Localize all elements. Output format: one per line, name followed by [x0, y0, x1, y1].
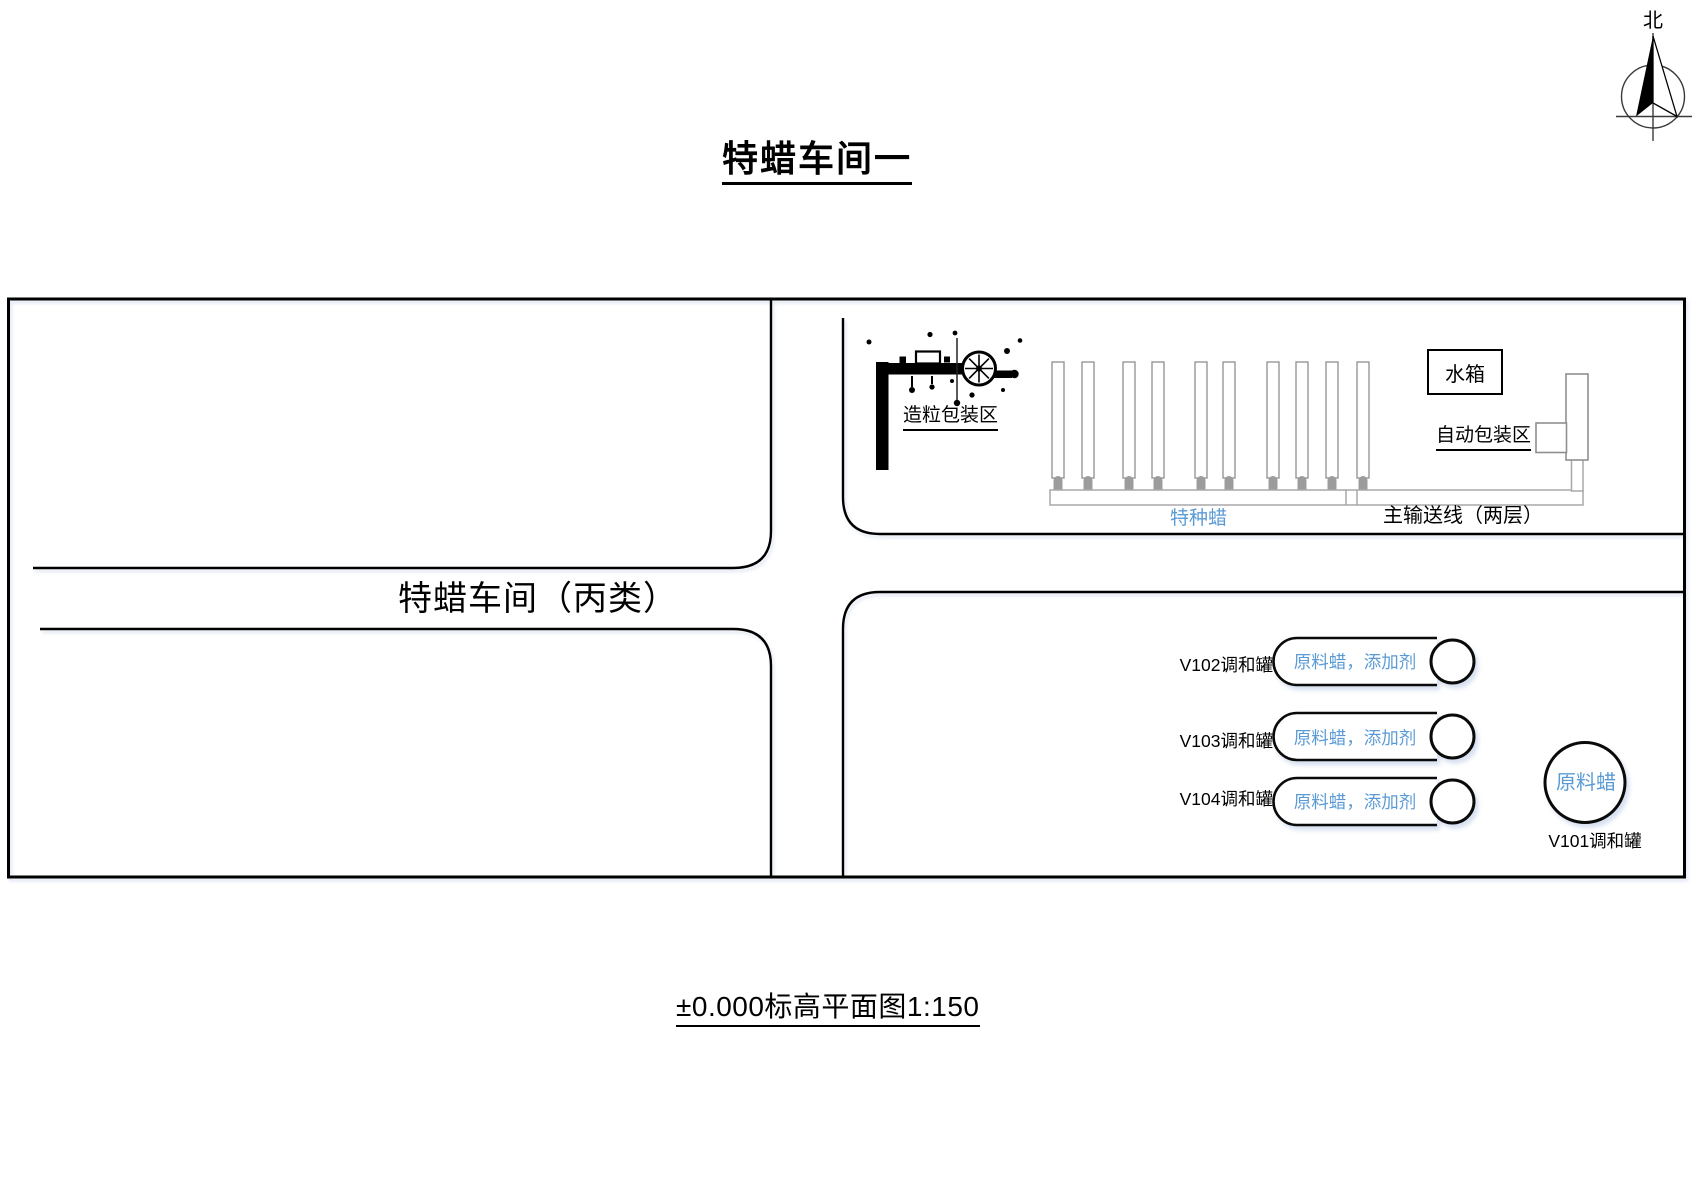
- conveyor-riser: [1570, 458, 1584, 492]
- left-room-right-wall-lower: [40, 627, 773, 876]
- storage-tank: [1151, 361, 1165, 479]
- tank-content-v101: 原料蜡: [1556, 772, 1616, 794]
- granulation-area-label: 造粒包装区: [903, 405, 999, 431]
- north-label: 北: [1643, 10, 1663, 32]
- page-title: 特蜡车间一: [722, 138, 913, 186]
- mixing-tank-v102-shape: [1272, 636, 1476, 687]
- outer-border: [7, 297, 1686, 879]
- building-walls: [7, 297, 1686, 879]
- storage-tank: [1122, 361, 1136, 479]
- top-right-room-left-wall: [841, 318, 1683, 536]
- left-room-right-wall-upper: [33, 300, 773, 570]
- granulator-icon: [866, 330, 1023, 470]
- corridor-label: 特蜡车间（丙类）: [398, 580, 678, 618]
- special-wax-label: 特种蜡: [1170, 508, 1228, 529]
- storage-tank: [1222, 361, 1236, 479]
- tank-content-v104: 原料蜡，添加剂: [1293, 792, 1417, 812]
- drawing-caption: ±0.000标高平面图1:150: [676, 991, 980, 1028]
- storage-tank: [1051, 361, 1065, 479]
- bottom-right-room-left-wall: [841, 590, 1683, 876]
- tank-id-v104: V104调和罐: [1179, 789, 1273, 809]
- water-tank-box: 水箱: [1427, 349, 1503, 395]
- main-conveyor-label: 主输送线（两层）: [1383, 505, 1543, 527]
- water-tank-label: 水箱: [1445, 363, 1485, 386]
- mixing-tank-v104-shape: [1272, 776, 1476, 827]
- tank-content-v102: 原料蜡，添加剂: [1293, 652, 1417, 672]
- packaging-machine-tall: [1565, 373, 1589, 461]
- auto-packaging-label: 自动包装区: [1436, 425, 1532, 451]
- tank-id-v103: V103调和罐: [1179, 731, 1273, 751]
- tank-id-v101: V101调和罐: [1548, 831, 1642, 851]
- conveyor-line: [1049, 373, 1589, 506]
- mixing-tank-v103-shape: [1272, 711, 1476, 762]
- mixing-tank-v101-shape: [1543, 741, 1627, 824]
- storage-tank: [1295, 361, 1309, 479]
- storage-tank: [1194, 361, 1208, 479]
- tank-id-v102: V102调和罐: [1179, 655, 1273, 675]
- storage-tank: [1266, 361, 1280, 479]
- storage-tank: [1325, 361, 1339, 479]
- storage-tank-row: [1051, 361, 1370, 479]
- tank-content-v103: 原料蜡，添加剂: [1293, 728, 1417, 748]
- north-arrow-icon: [1616, 33, 1692, 141]
- conveyor-bar: [1049, 489, 1584, 506]
- storage-tank: [1356, 361, 1370, 479]
- storage-tank: [1081, 361, 1095, 479]
- packaging-machine-box: [1535, 422, 1568, 454]
